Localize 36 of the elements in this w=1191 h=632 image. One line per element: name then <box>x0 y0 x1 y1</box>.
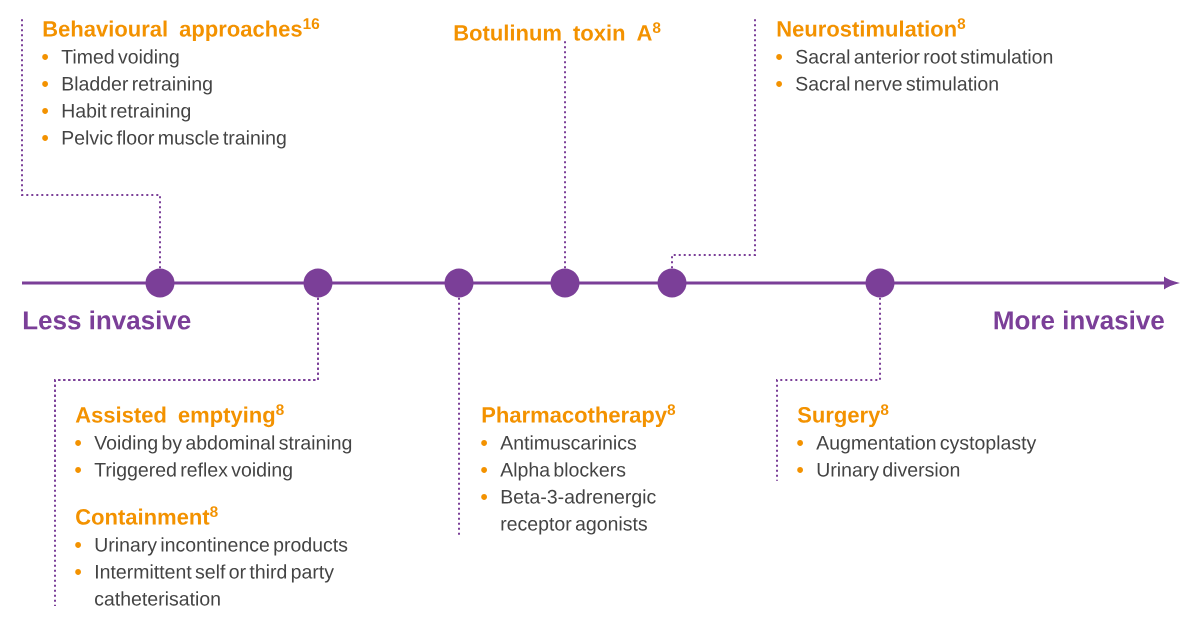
heading: Behavioural approaches$^{16}$ <box>43 18 320 42</box>
list-item: Urinary incontinence products <box>75 537 348 556</box>
heading: Containment$^{8}$ <box>76 506 218 525</box>
list-item: Intermittent self or third party catheterisation <box>75 564 334 606</box>
heading: Pharmacotherapy$^{8}$ <box>482 404 676 428</box>
list-item: Antimuscarinics <box>481 435 636 450</box>
list-item: Alpha blockers <box>481 462 626 481</box>
list-item: Triggered reflex voiding <box>75 462 292 481</box>
timeline-dot <box>865 268 895 298</box>
list-item: Bladder retraining <box>42 76 212 95</box>
timeline-dot <box>550 268 580 298</box>
heading: Neurostimulation$^{8}$ <box>777 18 966 37</box>
list-item: Pelvic floor muscle training <box>42 130 286 149</box>
list-item: Timed voiding <box>42 49 179 68</box>
heading: Assisted emptying$^{8}$ <box>75 404 284 428</box>
axis-label: Less invasive <box>23 310 191 330</box>
leader-line <box>54 296 319 607</box>
axis-label: More invasive <box>994 310 1164 330</box>
timeline-dot <box>145 268 175 298</box>
leader-line <box>776 296 881 482</box>
leader-line <box>671 17 756 270</box>
leader-line <box>564 39 566 270</box>
timeline-dot <box>657 268 687 298</box>
list-item: Sacral nerve stimulation <box>776 76 998 91</box>
list-item: Urinary diversion <box>797 462 960 481</box>
heading: Surgery$^{8}$ <box>797 404 889 428</box>
list-item: Sacral anterior root stimulation <box>776 49 1053 64</box>
list-item: Voiding by abdominal straining <box>75 435 352 454</box>
leader-line <box>21 17 161 270</box>
list-item: Beta-3-adrenergic receptor agonists <box>481 489 656 535</box>
heading: Botulinum toxin A$^{8}$ <box>454 22 661 41</box>
timeline-dot <box>303 268 333 298</box>
list-item: Augmentation cystoplasty <box>797 435 1037 454</box>
list-item: Habit retraining <box>42 103 191 122</box>
leader-line <box>458 296 460 536</box>
timeline-dot <box>444 268 474 298</box>
